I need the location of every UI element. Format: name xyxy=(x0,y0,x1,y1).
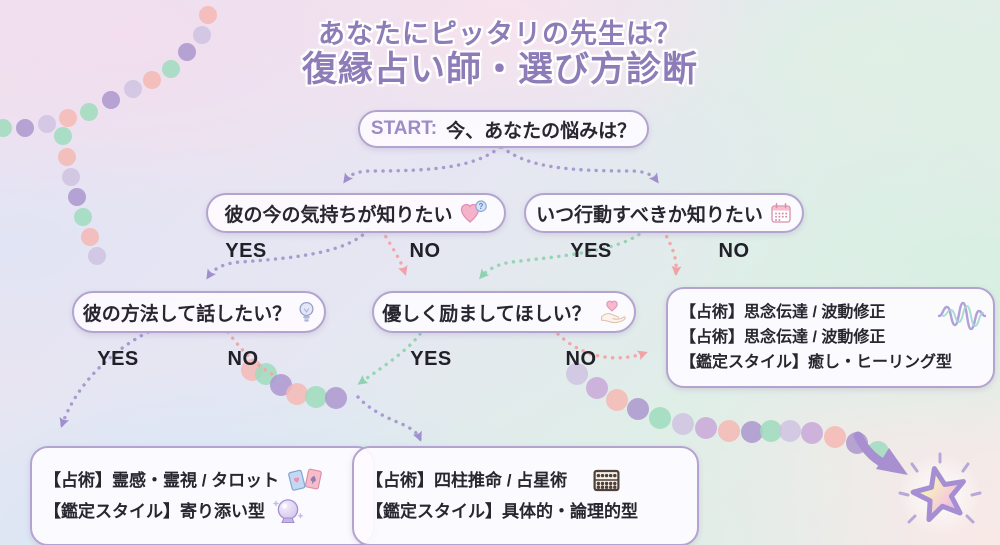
result-empathic: 【占術】霊感・霊視 / タロット 【鑑定スタイル】寄り添い型 xyxy=(30,446,375,545)
arrow-method-yes xyxy=(59,330,150,428)
crystal-ball-icon xyxy=(273,499,303,523)
label-timing-no: NO xyxy=(718,240,750,262)
result-healing: 【占術】思念伝達 / 波動修正 【占術】思念伝達 / 波動修正 【鑑定スタイル】… xyxy=(666,287,995,388)
arrow-method-no xyxy=(226,330,274,376)
start-prefix: START: xyxy=(370,118,438,139)
svg-text:?: ? xyxy=(478,202,483,211)
question-feelings: 彼の今の気持ちが知りたい ? xyxy=(206,193,506,233)
result-healing-line-1: 【占術】思念伝達 / 波動修正 xyxy=(680,304,886,321)
arrow-start-yes-left xyxy=(343,145,502,184)
arrow-feelings-yes xyxy=(206,228,370,280)
result-healing-line-3: 【鑑定スタイル】癒し・ヒーリング型 xyxy=(680,354,953,371)
calendar-icon xyxy=(771,203,791,223)
arrow-encourage-yes xyxy=(357,332,422,385)
arrow-timing-no xyxy=(661,228,682,276)
arrow-timing-yes xyxy=(479,228,647,280)
abacus-icon xyxy=(593,469,620,492)
page-title: 復縁占い師・選び方診断 xyxy=(301,50,698,89)
question-encourage-label: 優しく励ましてほしい？ xyxy=(382,303,591,325)
tarot-cards-icon xyxy=(288,468,323,491)
label-timing-yes: YES xyxy=(570,240,612,262)
question-method-label: 彼の方法して話したい？ xyxy=(82,303,292,325)
result-empathic-line-2: 【鑑定スタイル】寄り添い型 xyxy=(44,502,265,521)
arrow-encourage-yes-continue xyxy=(356,395,422,442)
label-feelings-yes: YES xyxy=(225,240,267,262)
arrow-to-star-icon xyxy=(853,431,908,475)
decorative-dot-chains xyxy=(0,6,889,463)
label-method-no: NO xyxy=(227,348,259,370)
result-empathic-line-1: 【占術】霊感・霊視 / タロット xyxy=(44,471,280,490)
result-logical-line-1: 【占術】四柱推命 / 占星術 xyxy=(366,471,568,490)
question-method: 彼の方法して話したい？ xyxy=(72,291,326,333)
hand-heart-icon xyxy=(600,300,626,323)
question-feelings-label: 彼の今の気持ちが知りたい xyxy=(224,204,453,226)
label-encourage-no: NO xyxy=(565,348,597,370)
question-encourage: 優しく励ましてほしい？ xyxy=(372,291,636,333)
result-healing-line-2: 【占術】思念伝達 / 波動修正 xyxy=(680,329,886,346)
result-logical-line-2: 【鑑定スタイル】具体的・論理的型 xyxy=(366,502,638,521)
start-question: 今、あなたの悩みは？ xyxy=(446,120,637,142)
sound-wave-icon xyxy=(937,301,987,331)
arrow-start-no-right xyxy=(500,145,659,184)
question-timing: いつ行動すべきか知りたい xyxy=(524,193,804,233)
label-feelings-no: NO xyxy=(409,240,441,262)
question-timing-label: いつ行動すべきか知りたい xyxy=(536,204,763,226)
result-logical: 【占術】四柱推命 / 占星術 【鑑定スタイル】具体的・論理的型 xyxy=(352,446,699,545)
lightbulb-icon xyxy=(299,301,314,322)
start-node: START: 今、あなたの悩みは？ xyxy=(358,110,649,148)
label-method-yes: YES xyxy=(97,348,139,370)
label-encourage-yes: YES xyxy=(410,348,452,370)
heart-question-icon: ? xyxy=(460,200,487,223)
page-tagline: あなたにピッタリの先生は？ xyxy=(318,19,682,49)
arrow-feelings-no xyxy=(380,228,408,276)
sparkle-star-icon xyxy=(898,452,982,537)
